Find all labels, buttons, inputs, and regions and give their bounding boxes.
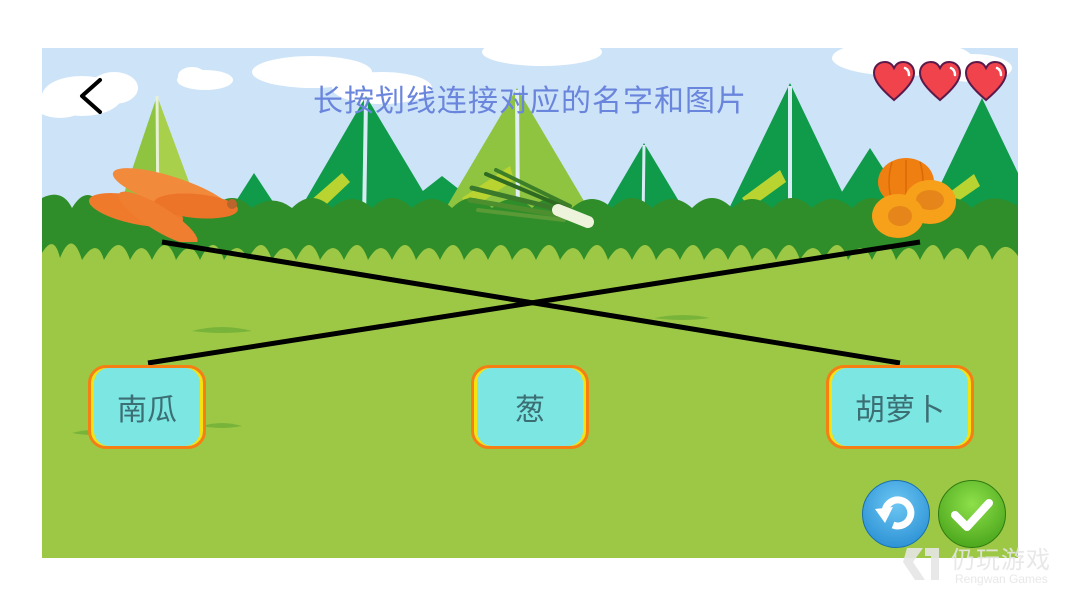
undo-icon xyxy=(875,496,915,530)
name-card-carrot[interactable]: 胡萝卜 xyxy=(826,365,974,449)
watermark-cn: 仍玩游戏 xyxy=(951,546,1051,574)
heart-icon xyxy=(964,60,1008,102)
name-card-pumpkin[interactable]: 南瓜 xyxy=(88,365,206,449)
watermark-en: Rengwan Games xyxy=(955,572,1048,586)
name-card-green-onion[interactable]: 葱 xyxy=(471,365,589,449)
instruction-title: 长按划线连接对应的名字和图片 xyxy=(313,84,747,119)
heart-icon xyxy=(872,60,916,102)
back-button[interactable] xyxy=(72,74,112,118)
heart-icon xyxy=(918,60,962,102)
carrot-image[interactable] xyxy=(86,160,240,242)
watermark: 仍玩游戏 Rengwan Games xyxy=(903,540,1063,590)
rengwan-logo-icon xyxy=(903,548,939,580)
green-onion-image[interactable] xyxy=(466,166,598,232)
lives-indicator xyxy=(872,60,1008,104)
game-board: 长按划线连接对应的名字和图片 南瓜 葱 胡萝卜 xyxy=(42,48,1018,558)
chevron-left-icon xyxy=(80,78,102,114)
confirm-button[interactable] xyxy=(938,480,1006,548)
checkmark-icon xyxy=(951,499,993,531)
reset-button[interactable] xyxy=(862,480,930,548)
pumpkin-image[interactable] xyxy=(870,154,956,240)
